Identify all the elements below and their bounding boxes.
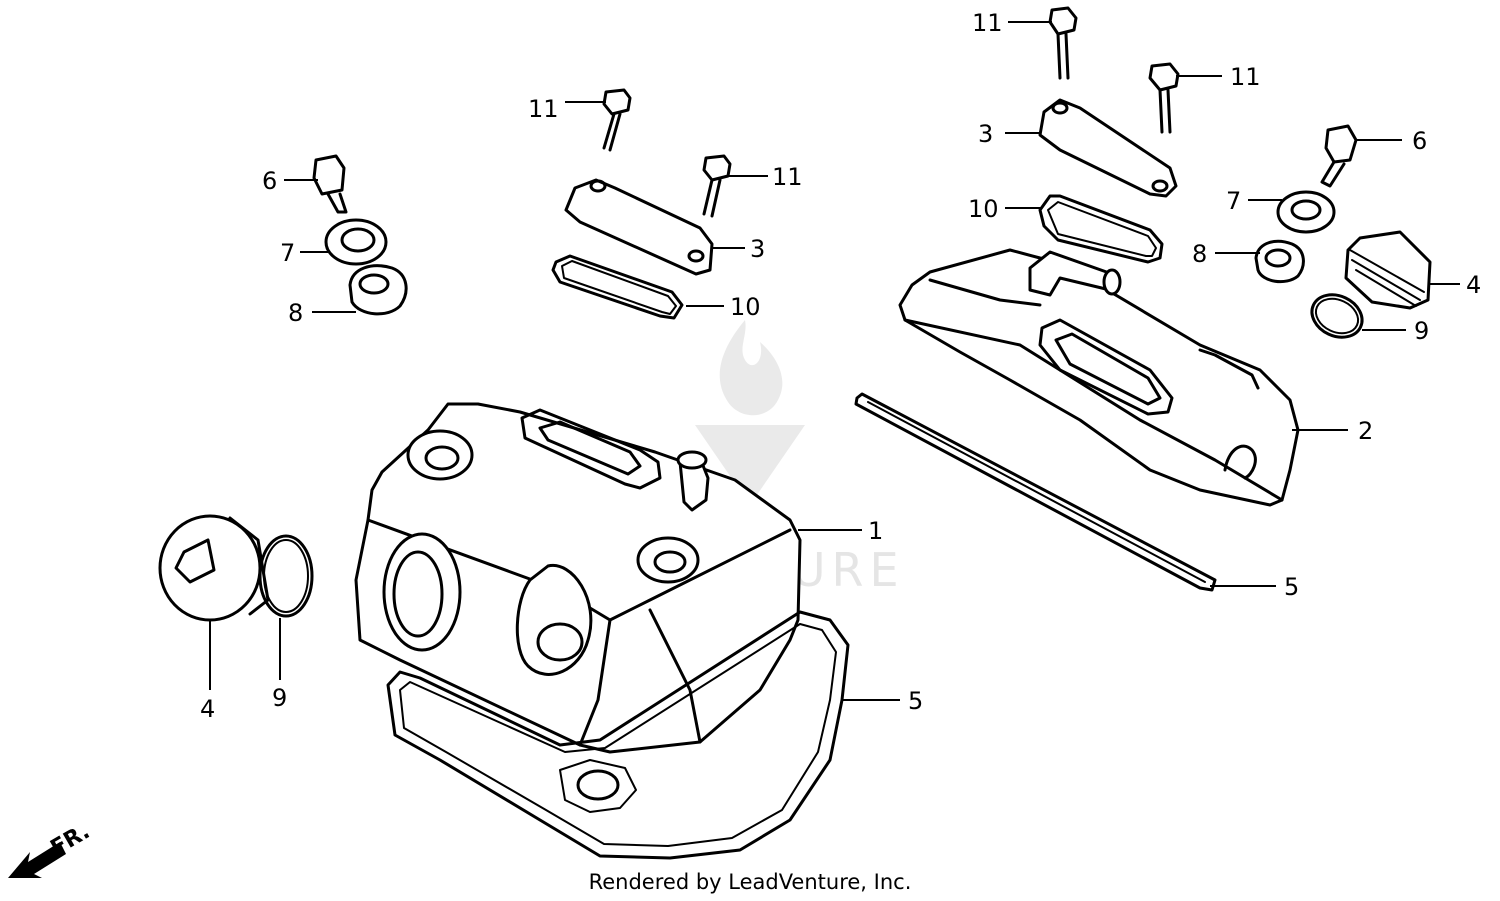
part-5-gasket-rear (854, 392, 1217, 592)
part-11-bolt-d (1148, 62, 1180, 134)
part-9-oring-rear (1310, 293, 1364, 339)
callout-11-a: 11 (528, 95, 559, 123)
callout-4-front: 4 (200, 695, 215, 723)
callout-6-rear: 6 (1412, 127, 1427, 155)
part-1-head-cover-front (354, 402, 802, 754)
part-6-screw-front (312, 154, 348, 214)
part-7-washer-front (324, 218, 388, 266)
part-11-bolt-c (1048, 6, 1078, 80)
leader-lines (209, 21, 1460, 701)
part-11-bolt-b (702, 154, 732, 218)
callout-10-front: 10 (730, 293, 761, 321)
callout-5-rear: 5 (1284, 573, 1299, 601)
part-5-gasket-front (386, 610, 850, 860)
part-4-plug-front (158, 514, 270, 622)
part-8-grommet-front (348, 264, 408, 316)
callout-11-d: 11 (1230, 63, 1261, 91)
part-11-bolt-a (602, 88, 632, 152)
part-2-head-cover-rear (898, 248, 1300, 507)
callouts: 1 2 3 3 4 4 5 5 6 6 7 7 8 8 9 9 10 10 11… (200, 9, 1481, 723)
callout-9-rear: 9 (1414, 317, 1429, 345)
part-8-grommet-rear (1254, 239, 1305, 284)
callout-4-rear: 4 (1466, 271, 1481, 299)
callout-11-c: 11 (972, 9, 1003, 37)
callout-8-front: 8 (288, 299, 303, 327)
part-10-seal-rear (1038, 194, 1164, 264)
callout-11-b: 11 (772, 163, 803, 191)
callout-8-rear: 8 (1192, 240, 1207, 268)
part-7-washer-rear (1276, 190, 1336, 234)
footer-credit: Rendered by LeadVenture, Inc. (588, 870, 912, 894)
part-3-cover-rear (1038, 98, 1178, 198)
callout-1: 1 (868, 517, 883, 545)
callout-5-front: 5 (908, 687, 923, 715)
callout-6-front: 6 (262, 167, 277, 195)
callout-3-front: 3 (750, 235, 765, 263)
callout-10-rear: 10 (968, 195, 999, 223)
part-9-oring-front (258, 534, 314, 618)
callout-2: 2 (1358, 417, 1373, 445)
part-10-seal-front (551, 254, 684, 320)
callout-3-rear: 3 (978, 120, 993, 148)
callout-9-front: 9 (272, 684, 287, 712)
part-4-plug-rear (1344, 230, 1432, 310)
part-6-screw-rear (1320, 124, 1358, 188)
part-3-cover-front (564, 178, 714, 276)
callout-7-rear: 7 (1226, 187, 1241, 215)
front-arrow-icon (8, 842, 66, 878)
callout-7-front: 7 (280, 239, 295, 267)
